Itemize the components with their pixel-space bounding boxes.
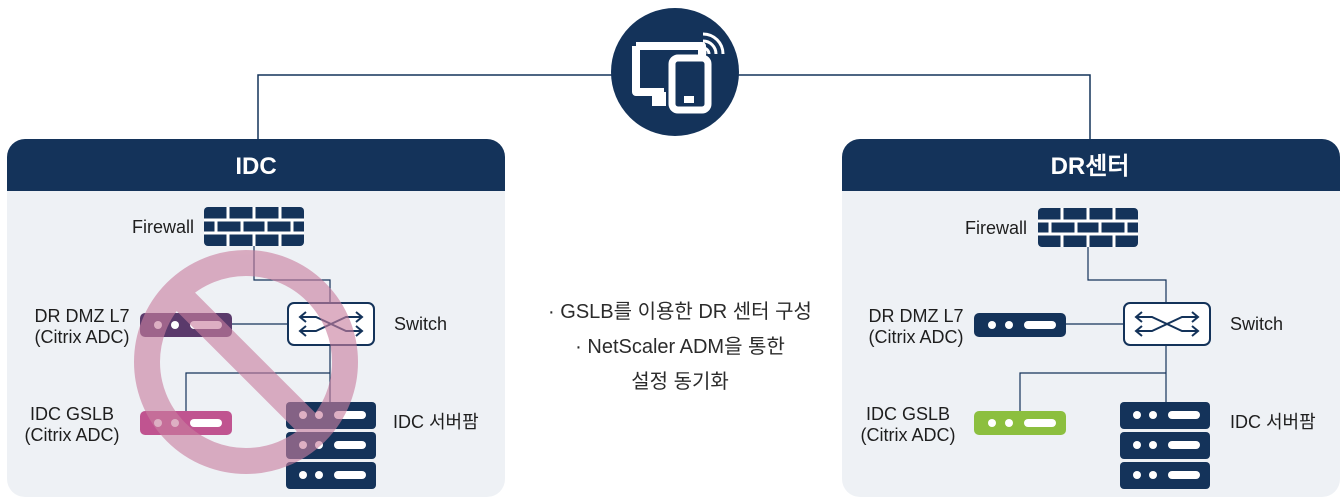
firewall-icon [204, 207, 304, 246]
prohibited-icon [134, 250, 358, 474]
desktop-mobile-wifi-icon [611, 8, 739, 136]
dr-dmz-label-line1: DR DMZ L7 [868, 306, 963, 326]
server-farm-label: IDC 서버팜 [393, 412, 479, 432]
dr-gslb-label-line1: IDC GSLB [866, 404, 950, 424]
dmz-label-line1: DR DMZ L7 [34, 306, 129, 326]
idc-panel-title: IDC [235, 153, 276, 180]
dr-dmz-label-line2: (Citrix ADC) [869, 327, 964, 347]
dr-switch-label: Switch [1230, 314, 1283, 334]
dr-panel-header [842, 139, 1340, 191]
center-note-line1: · GSLB를 이용한 DR 센터 구성 [548, 300, 812, 323]
dmz-label-line2: (Citrix ADC) [35, 327, 130, 347]
firewall-label: Firewall [132, 217, 194, 237]
gslb-label-line1: IDC GSLB [30, 404, 114, 424]
dr-panel: DR센터 Firewall DR DMZ L7 (Citrix ADC) [842, 139, 1340, 497]
dr-gslb-label-line2: (Citrix ADC) [861, 425, 956, 445]
dr-gslb-adc-icon [974, 411, 1066, 435]
dr-dmz-l7-adc-icon [974, 313, 1066, 337]
dr-firewall-icon [1038, 208, 1138, 247]
switch-gslb-link [185, 372, 330, 411]
dr-server-farm-label: IDC 서버팜 [1230, 412, 1316, 432]
idc-panel: IDC Firewall DR DMZ L7 (Citrix ADC) [7, 139, 505, 497]
connector-line-left [257, 74, 612, 140]
dr-server-farm-icon [1120, 402, 1210, 489]
dr-firewall-label: Firewall [965, 218, 1027, 238]
connector-line-right [737, 74, 1091, 140]
switch-label: Switch [394, 314, 447, 334]
dr-switch-icon [1123, 302, 1211, 346]
center-note-line3: 설정 동기화 [631, 370, 729, 393]
center-note-line2: · NetScaler ADM을 통한 [575, 335, 785, 358]
idc-panel-header [7, 139, 505, 191]
dr-switch-gslb-link [1019, 372, 1166, 411]
gslb-label-line2: (Citrix ADC) [25, 425, 120, 445]
dr-panel-title: DR센터 [1051, 153, 1130, 180]
dr-firewall-switch-link [1087, 247, 1167, 303]
